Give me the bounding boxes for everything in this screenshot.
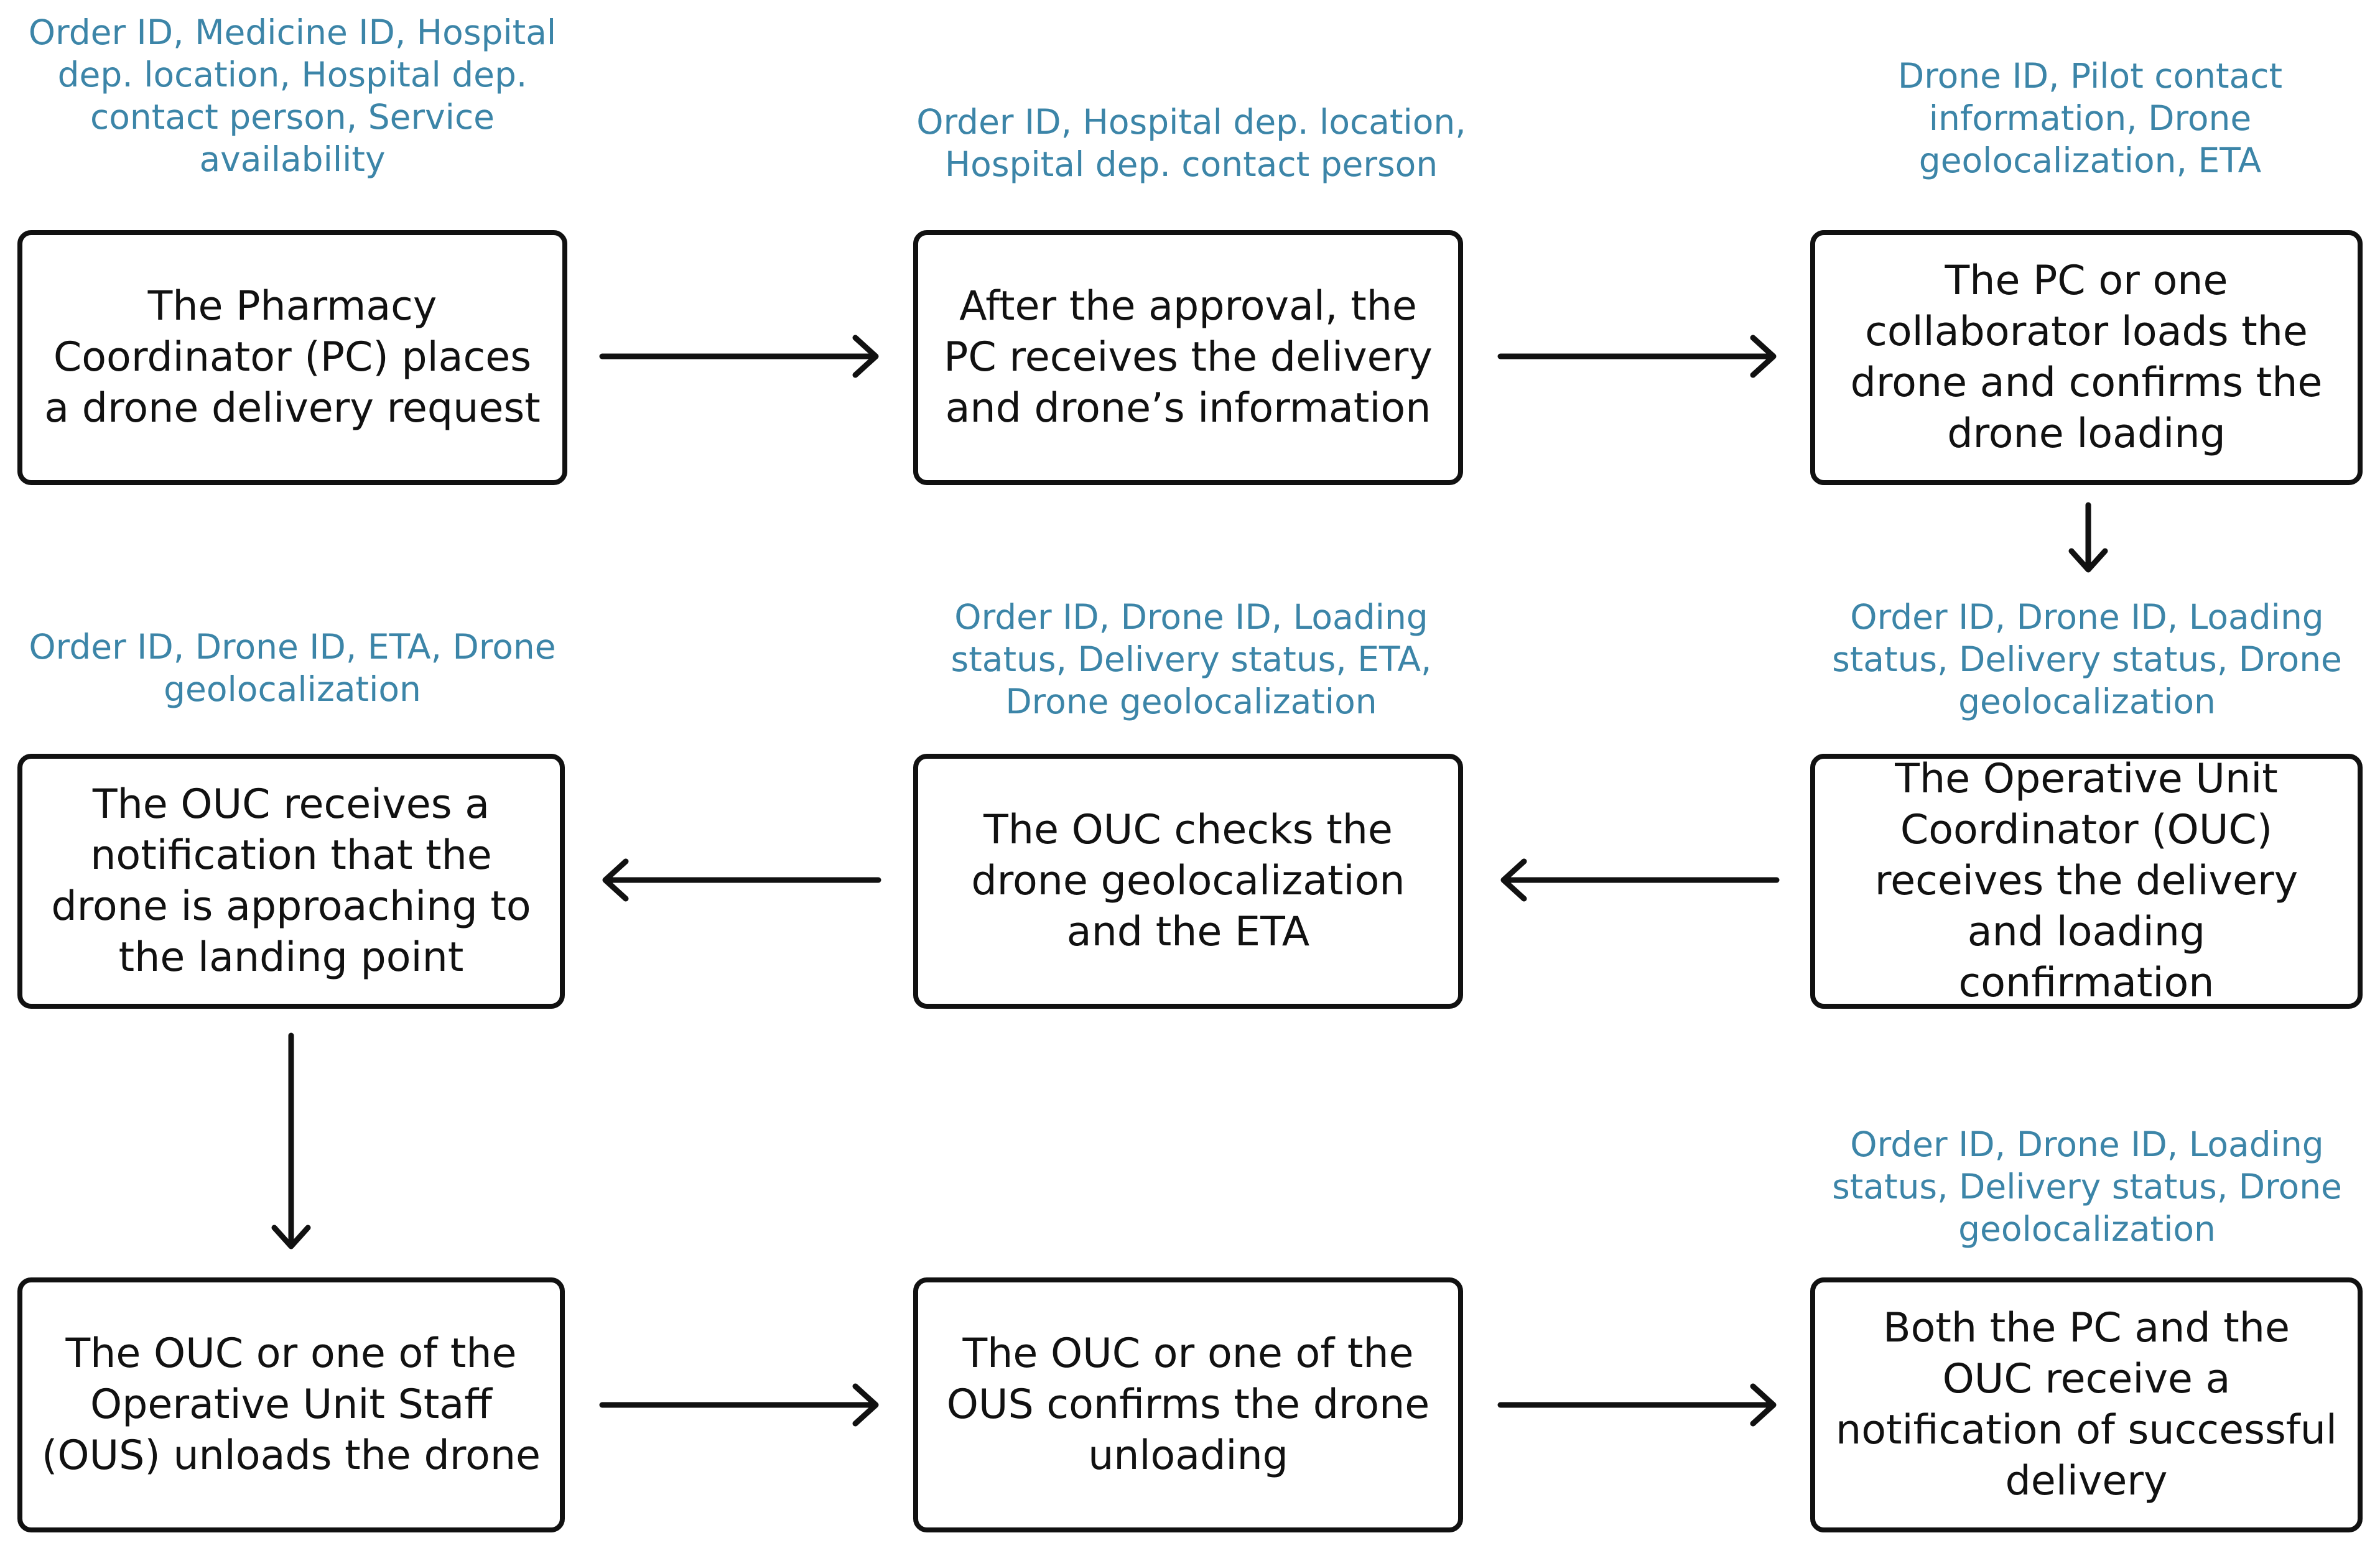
arrow-step-3-to-4 bbox=[2068, 502, 2108, 573]
step-6-data-note: Order ID, Drone ID, ETA, Drone geolocali… bbox=[29, 627, 556, 709]
step-8-box: The OUC or one of the OUS confirms the d… bbox=[913, 1277, 1463, 1532]
step-9-text: Both the PC and the OUC receive a notifi… bbox=[1836, 1305, 2337, 1504]
step-6-box: The OUC receives a notification that the… bbox=[17, 754, 565, 1009]
step-4-data-note: Order ID, Drone ID, Loading status, Deli… bbox=[1832, 597, 2342, 721]
step-1-text: The Pharmacy Coordinator (PC) places a d… bbox=[44, 283, 541, 432]
step-2-data-note: Order ID, Hospital dep. location, Hospit… bbox=[916, 102, 1466, 184]
step-4-box: The Operative Unit Coordinator (OUC) rec… bbox=[1810, 754, 2363, 1009]
step-3-text: The PC or one collaborator loads the dro… bbox=[1850, 257, 2323, 457]
arrow-step-5-to-6 bbox=[602, 858, 881, 902]
step-1-box: The Pharmacy Coordinator (PC) places a d… bbox=[17, 230, 567, 485]
step-5-text: The OUC checks the drone geolocalization… bbox=[971, 807, 1405, 955]
step-1-data-note: Order ID, Medicine ID, Hospital dep. loc… bbox=[28, 12, 557, 179]
step-7-text: The OUC or one of the Operative Unit Sta… bbox=[41, 1330, 541, 1479]
step-7-box: The OUC or one of the Operative Unit Sta… bbox=[17, 1277, 565, 1532]
arrow-step-2-to-3 bbox=[1497, 335, 1777, 378]
arrow-step-8-to-9 bbox=[1497, 1383, 1777, 1427]
step-2-text: After the approval, the PC receives the … bbox=[944, 283, 1433, 432]
step-9-data-note: Order ID, Drone ID, Loading status, Deli… bbox=[1832, 1124, 2342, 1249]
arrow-step-6-to-7 bbox=[271, 1032, 311, 1249]
step-3-data-note: Drone ID, Pilot contact information, Dro… bbox=[1897, 56, 2283, 180]
step-9-box: Both the PC and the OUC receive a notifi… bbox=[1810, 1277, 2363, 1532]
step-3-box: The PC or one collaborator loads the dro… bbox=[1810, 230, 2363, 485]
step-4-text: The Operative Unit Coordinator (OUC) rec… bbox=[1874, 756, 2299, 1006]
step-2-box: After the approval, the PC receives the … bbox=[913, 230, 1463, 485]
step-8-text: The OUC or one of the OUS confirms the d… bbox=[946, 1330, 1430, 1479]
arrow-step-4-to-5 bbox=[1500, 858, 1780, 902]
arrow-step-1-to-2 bbox=[599, 335, 879, 378]
step-6-text: The OUC receives a notification that the… bbox=[51, 781, 531, 981]
arrow-step-7-to-8 bbox=[599, 1383, 879, 1427]
step-5-data-note: Order ID, Drone ID, Loading status, Deli… bbox=[951, 597, 1432, 721]
step-5-box: The OUC checks the drone geolocalization… bbox=[913, 754, 1463, 1009]
